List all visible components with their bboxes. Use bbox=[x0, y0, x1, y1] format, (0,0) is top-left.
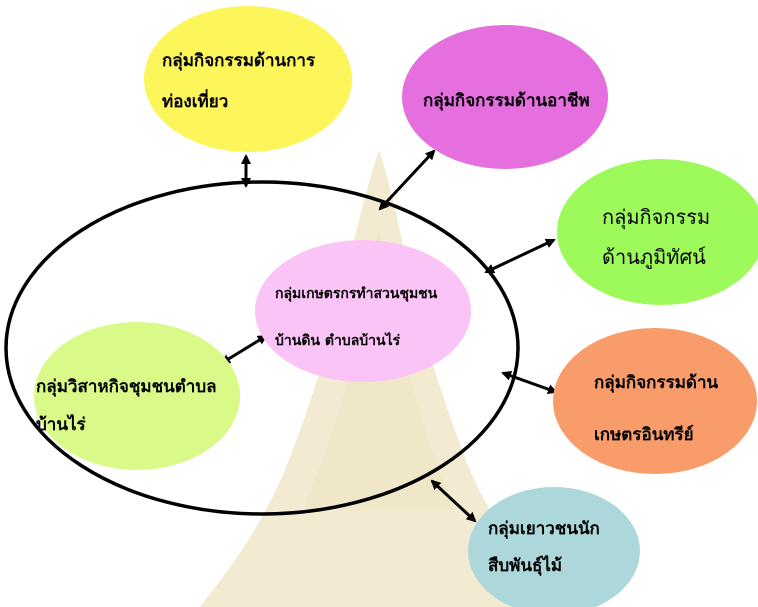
arrow-organic bbox=[501, 370, 558, 395]
node-youth: กลุ่มเยาวชนนัก สืบพันธุ์ไม้ bbox=[468, 487, 640, 607]
node-organic-line-1: กลุ่มกิจกรรมด้าน bbox=[594, 373, 719, 393]
node-center-line-1: กลุ่มเกษตรกรทำสวนชุมชน bbox=[275, 286, 438, 302]
node-youth-shape bbox=[468, 487, 640, 607]
node-occupation-shape bbox=[402, 25, 608, 169]
node-landscape-line-2: ด้านภูมิทัศน์ bbox=[602, 245, 706, 270]
node-landscape: กลุ่มกิจกรรม ด้านภูมิทัศน์ bbox=[557, 159, 758, 305]
node-tourism: กลุ่มกิจกรรมด้านการ ท่องเที่ยว bbox=[144, 6, 352, 152]
node-tourism-line-2: ท่องเที่ยว bbox=[162, 89, 228, 112]
node-occupation: กลุ่มกิจกรรมด้านอาชีพ bbox=[402, 25, 608, 169]
node-youth-line-1: กลุ่มเยาวชนนัก bbox=[488, 519, 600, 539]
outer-ring bbox=[4, 180, 520, 516]
arrow-landscape bbox=[484, 238, 556, 274]
arrow-center-enterprise bbox=[220, 334, 268, 365]
node-organic: กลุ่มกิจกรรมด้าน เกษตรอินทรีย์ bbox=[553, 328, 757, 474]
node-enterprise-line-2: บ้านไร่ bbox=[36, 414, 87, 435]
arrows bbox=[220, 149, 558, 523]
node-tourism-line-1: กลุ่มกิจกรรมด้านการ bbox=[162, 51, 316, 71]
node-organic-shape bbox=[553, 328, 757, 474]
node-youth-line-2: สืบพันธุ์ไม้ bbox=[488, 555, 562, 576]
node-enterprise-shape bbox=[34, 322, 240, 470]
node-occupation-line-1: กลุ่มกิจกรรมด้านอาชีพ bbox=[423, 90, 590, 111]
node-center: กลุ่มเกษตรกรทำสวนชุมชน บ้านดิน ตำบลบ้านไ… bbox=[255, 240, 471, 382]
node-organic-line-2: เกษตรอินทรีย์ bbox=[594, 424, 694, 445]
arrow-youth bbox=[430, 479, 477, 523]
node-center-line-2: บ้านดิน ตำบลบ้านไร่ bbox=[275, 331, 401, 349]
node-landscape-line-1: กลุ่มกิจกรรม bbox=[602, 205, 710, 230]
node-enterprise-line-1: กลุ่มวิสาหกิจชุมชนตำบล bbox=[36, 377, 217, 397]
node-center-shape bbox=[255, 240, 471, 382]
node-enterprise: กลุ่มวิสาหกิจชุมชนตำบล บ้านไร่ bbox=[34, 322, 240, 470]
arrow-occupation bbox=[378, 149, 436, 211]
node-tourism-shape bbox=[144, 6, 352, 152]
node-landscape-shape bbox=[557, 159, 758, 305]
